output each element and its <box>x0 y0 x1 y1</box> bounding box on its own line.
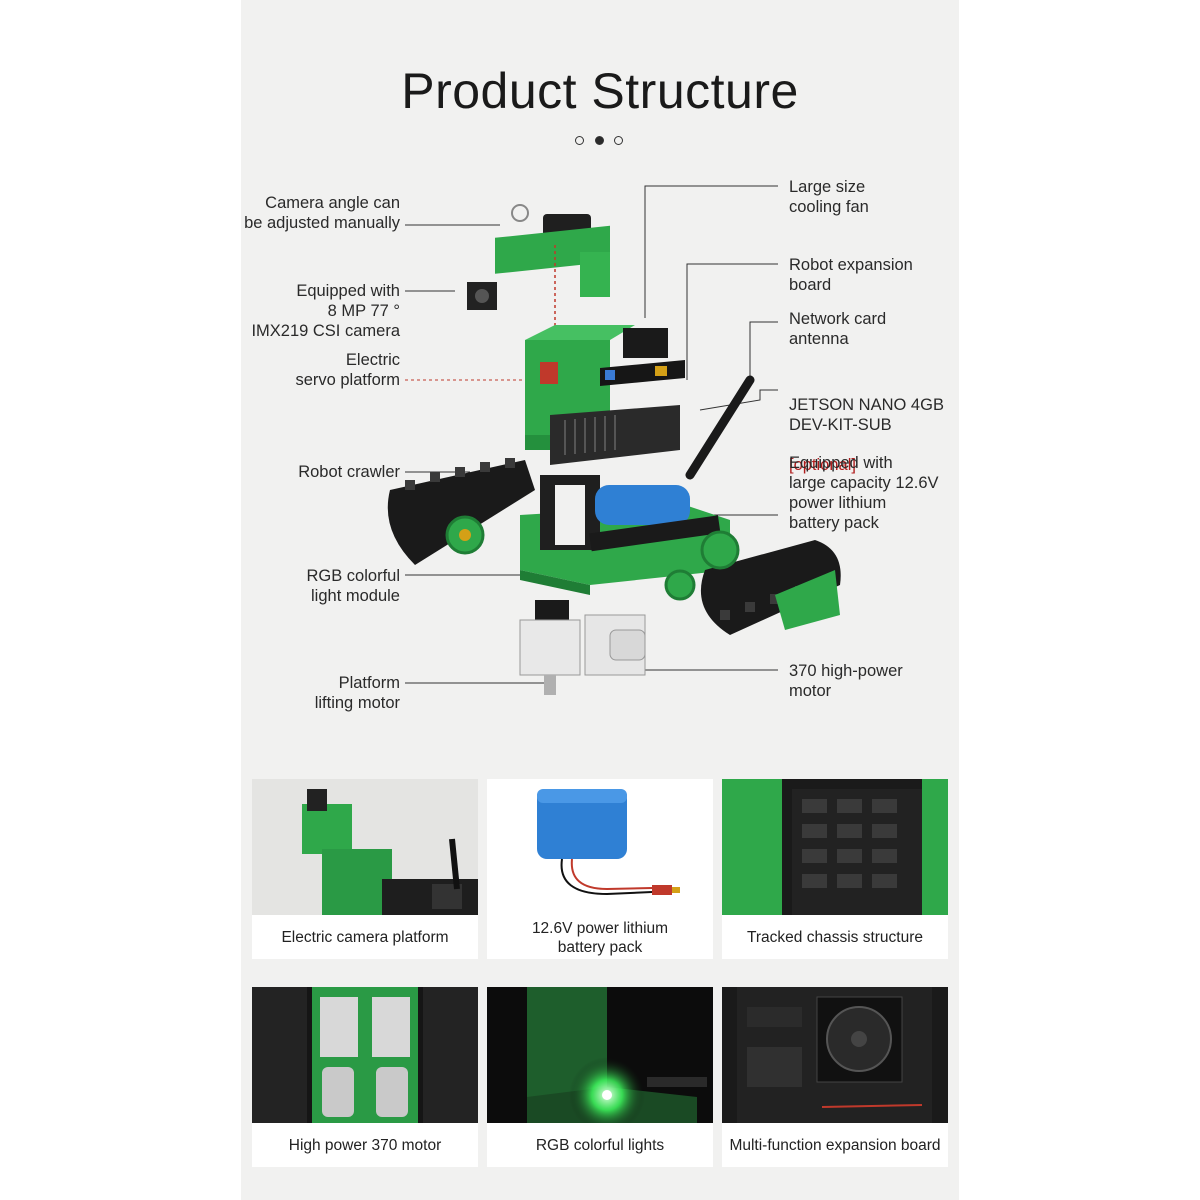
card-caption: RGB colorful lights <box>535 1137 665 1154</box>
label-rgb-module: RGB colorful light module <box>306 567 400 605</box>
label-antenna: Network card antenna <box>789 310 887 348</box>
card-caption: 12.6V power lithium battery pack <box>531 919 669 956</box>
label-lifting-motor: Platform lifting motor <box>314 674 400 712</box>
page-title: Product Structure <box>401 63 799 119</box>
pager-dot-1[interactable] <box>575 136 584 145</box>
motor-photo <box>252 987 478 1123</box>
fan-board-graphic <box>550 328 685 465</box>
left-track-graphic <box>387 458 535 565</box>
rgb-lights-photo <box>487 987 713 1123</box>
feature-card-rgb-lights[interactable]: RGB colorful lights <box>487 987 713 1167</box>
card-caption: High power 370 motor <box>288 1137 442 1154</box>
label-cooling-fan: Large size cooling fan <box>789 178 869 216</box>
right-track-graphic <box>664 530 841 635</box>
feature-card-camera-platform[interactable]: Electric camera platform <box>252 779 478 959</box>
label-servo-platform: Electric servo platform <box>295 351 400 389</box>
label-jetson-optional: [optional] <box>789 456 856 474</box>
feature-card-tracked-chassis[interactable]: Tracked chassis structure <box>722 779 948 959</box>
label-robot-crawler: Robot crawler <box>298 463 400 481</box>
camera-platform-photo <box>252 779 478 915</box>
expansion-board-photo <box>722 987 948 1123</box>
pager-dot-2-active[interactable] <box>594 136 604 145</box>
chassis-graphic <box>520 475 730 595</box>
label-camera-angle: Camera angle can be adjusted manually <box>244 194 400 232</box>
motors-graphic <box>519 600 646 695</box>
card-caption: Multi-function expansion board <box>729 1137 941 1154</box>
battery-photo <box>487 779 713 915</box>
robot-exploded-illustration <box>387 204 841 695</box>
pager-dot-3[interactable] <box>614 136 623 145</box>
antenna-graphic <box>685 375 755 480</box>
label-jetson-main: JETSON NANO 4GB DEV-KIT-SUB <box>789 396 944 434</box>
label-csi-camera: Equipped with 8 MP 77 ° IMX219 CSI camer… <box>251 282 400 340</box>
tracked-chassis-photo <box>722 779 948 915</box>
label-370-motor: 370 high-power motor <box>789 662 903 700</box>
card-caption: Electric camera platform <box>281 929 449 946</box>
camera-bracket-graphic <box>467 204 610 380</box>
label-expansion-board: Robot expansion board <box>789 256 913 294</box>
carousel-pager[interactable] <box>575 136 623 147</box>
label-battery: Equipped with large capacity 12.6V power… <box>789 454 939 532</box>
label-jetson: JETSON NANO 4GB DEV-KIT-SUB [optional] <box>789 375 944 495</box>
feature-card-battery[interactable]: 12.6V power lithium battery pack <box>487 779 713 959</box>
feature-card-370-motor[interactable]: High power 370 motor <box>252 987 478 1167</box>
feature-card-expansion-board[interactable]: Multi-function expansion board <box>722 987 948 1167</box>
card-caption: Tracked chassis structure <box>746 929 923 946</box>
